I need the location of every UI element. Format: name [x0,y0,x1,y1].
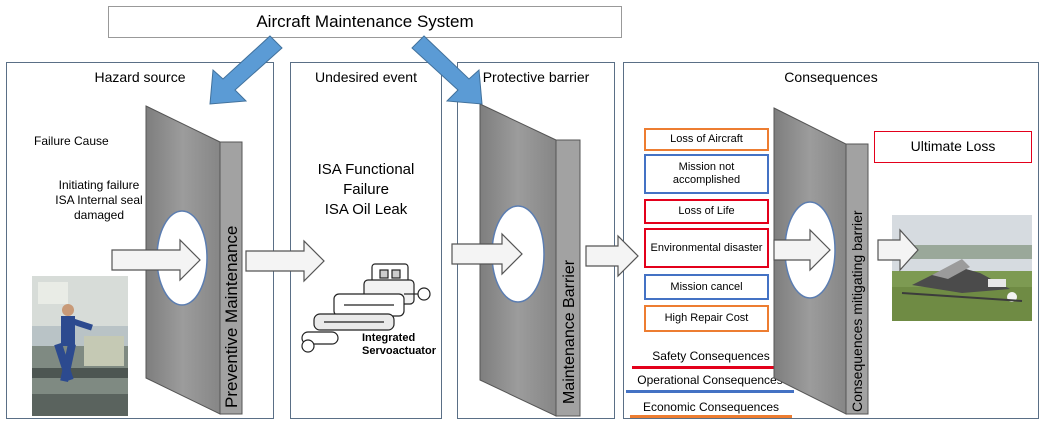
actuator-label: Integrated Servoactuator [362,332,436,358]
preventive-barrier-edge [219,141,243,415]
consequence-mission-cancel: Mission cancel [644,274,769,300]
hazard-source-title: Hazard source [94,69,186,85]
flow-arrow-1 [111,238,201,282]
event-line-1: ISA Functional [317,161,415,178]
consequence-high-repair-cost: High Repair Cost [644,305,769,332]
maintenance-barrier-edge [555,139,581,417]
pointer-arrow-left [209,35,283,105]
legend-economic-line [630,415,792,418]
initiating-damaged-line: damaged [73,208,125,222]
actuator-label-line2: Servoactuator [362,345,436,357]
flow-arrow-3 [451,232,523,276]
legend-safety: Safety Consequences [652,349,770,363]
actuator-image [294,258,442,368]
initiating-failure-line: Initiating failure [58,178,140,192]
legend-operational-line [626,390,794,393]
undesired-event-panel: Undesired event [290,62,442,419]
consequence-mission-not-accomplished: Mission not accomplished [644,154,769,194]
preventive-barrier-label: Preventive Maintenance [222,226,241,408]
system-title: Aircraft Maintenance System [108,6,622,38]
legend-safety-line [632,366,790,369]
initiating-failure-text: Initiating failure ISA Internal seal dam… [34,178,164,223]
event-line-2: Failure [343,181,389,198]
undesired-event-title: Undesired event [315,69,417,85]
maintenance-photo [32,276,128,416]
crash-photo [892,215,1032,321]
actuator-label-line1: Integrated [362,332,416,344]
flow-arrow-5 [773,228,831,272]
undesired-event-text: ISA Functional Failure ISA Oil Leak [290,160,442,220]
ultimate-loss-box: Ultimate Loss [874,131,1032,163]
initiating-seal-line: ISA Internal seal [55,193,143,207]
mitigating-barrier-label: Consequences mitigating barrier [849,210,865,412]
protective-barrier-title: Protective barrier [482,69,590,85]
consequence-loss-of-aircraft: Loss of Aircraft [644,128,769,151]
consequences-title: Consequences [784,69,878,85]
legend-economic: Economic Consequences [642,400,780,414]
pointer-arrow-right [411,35,483,105]
maintenance-barrier-label: Maintenance Barrier [561,259,578,404]
flow-arrow-6 [877,228,919,272]
legend-operational: Operational Consequences [637,373,783,387]
mitigating-barrier-edge [845,143,869,415]
failure-cause-text: Failure Cause [34,134,109,148]
consequence-loss-of-life: Loss of Life [644,199,769,224]
event-line-3: ISA Oil Leak [324,201,408,218]
flow-arrow-2 [245,239,325,283]
consequence-environmental-disaster: Environmental disaster [644,228,769,268]
flow-arrow-4 [585,234,639,278]
